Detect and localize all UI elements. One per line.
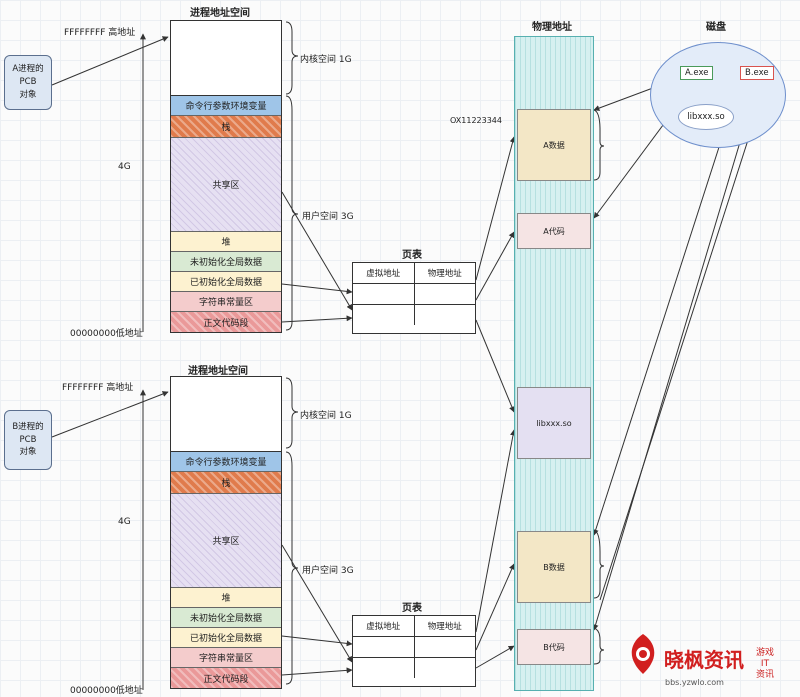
- physical-title: 物理地址: [532, 22, 572, 33]
- process-b-low-address: 00000000低地址: [70, 686, 143, 696]
- disk-file-lib: libxxx.so: [678, 104, 734, 130]
- process-b-page-table-title: 页表: [402, 603, 422, 614]
- process-b-seg-heap: 堆: [171, 587, 281, 607]
- watermark-logo-icon: [625, 632, 661, 676]
- process-a-seg-cmd: 命令行参数环境变量: [171, 95, 281, 115]
- process-b-high-address: FFFFFFFF 高地址: [62, 383, 134, 393]
- process-b-seg-cmd: 命令行参数环境变量: [171, 451, 281, 471]
- process-b-seg-data: 已初始化全局数据: [171, 627, 281, 647]
- process-a-pcb: A进程的 PCB 对象: [4, 55, 52, 110]
- watermark-side-bot: 资讯: [755, 669, 774, 680]
- process-a-space-title: 进程地址空间: [190, 8, 250, 19]
- disk-file-b: B.exe: [740, 66, 774, 80]
- process-a-seg-data: 已初始化全局数据: [171, 271, 281, 291]
- process-b-seg-text: 正文代码段: [171, 667, 281, 688]
- table-cell: [353, 658, 414, 678]
- process-a-seg-bss: 未初始化全局数据: [171, 251, 281, 271]
- physical-block-a-data: A数据: [517, 109, 591, 181]
- physical-address-label: OX11223344: [450, 116, 502, 125]
- disk-ellipse: [650, 42, 786, 148]
- process-b-pt-header-physical: 物理地址: [413, 616, 476, 636]
- process-b-pt-header-virtual: 虚拟地址: [366, 622, 401, 632]
- process-b-size-label: 4G: [118, 517, 131, 527]
- disk-file-a: A.exe: [680, 66, 714, 80]
- process-b-seg-stack: 栈: [171, 471, 281, 493]
- table-cell: [353, 305, 414, 325]
- physical-block-a-code: A代码: [517, 213, 591, 249]
- process-a-seg-rodata: 字符串常量区: [171, 291, 281, 311]
- process-a-pt-header-physical: 物理地址: [413, 263, 476, 283]
- process-a-seg-stack: 栈: [171, 115, 281, 137]
- process-a-high-address: FFFFFFFF 高地址: [64, 28, 136, 38]
- process-a-seg-text: 正文代码段: [171, 311, 281, 332]
- watermark-url: bbs.yzwlo.com: [665, 678, 724, 687]
- watermark-side-text: 游戏 IT 资讯: [752, 648, 778, 680]
- process-a-page-table-title: 页表: [402, 250, 422, 261]
- process-b-user-label: 用户空间 3G: [302, 566, 354, 576]
- physical-block-lib: libxxx.so: [517, 387, 591, 459]
- process-b-seg-bss: 未初始化全局数据: [171, 607, 281, 627]
- process-a-seg-heap: 堆: [171, 231, 281, 251]
- process-b-seg-rodata: 字符串常量区: [171, 647, 281, 667]
- process-b-space-title: 进程地址空间: [188, 366, 248, 377]
- process-a-low-address: 00000000低地址: [70, 329, 143, 339]
- process-a-page-table: 虚拟地址 物理地址: [352, 262, 476, 334]
- physical-memory-column: A数据 A代码 libxxx.so B数据 B代码: [514, 36, 594, 691]
- table-cell: [353, 637, 414, 657]
- table-cell: [413, 658, 476, 678]
- process-a-pcb-line2: 对象: [19, 89, 37, 100]
- watermark-side-mid: IT: [760, 658, 770, 669]
- process-b-page-table: 虚拟地址 物理地址: [352, 615, 476, 687]
- process-a-size-label: 4G: [118, 162, 131, 172]
- physical-block-b-data: B数据: [517, 531, 591, 603]
- process-a-pcb-line1: A进程的 PCB: [12, 64, 44, 88]
- process-b-kernel-label: 内核空间 1G: [300, 411, 352, 421]
- process-b-seg-shared: 共享区: [171, 493, 281, 587]
- process-a-seg-shared: 共享区: [171, 137, 281, 231]
- table-cell: [353, 284, 414, 304]
- process-a-address-space: 命令行参数环境变量 栈 共享区 堆 未初始化全局数据 已初始化全局数据 字符串常…: [170, 20, 282, 333]
- table-cell: [413, 637, 476, 657]
- table-cell: [413, 305, 476, 325]
- watermark-side-top: 游戏: [755, 648, 774, 658]
- physical-block-b-code: B代码: [517, 629, 591, 665]
- watermark-brand: 晓枫资讯: [664, 648, 744, 672]
- process-a-user-label: 用户空间 3G: [302, 212, 354, 222]
- process-b-pcb: B进程的 PCB 对象: [4, 410, 52, 470]
- table-cell: [413, 284, 476, 304]
- process-a-kernel-label: 内核空间 1G: [300, 55, 352, 65]
- process-a-pt-header-virtual: 虚拟地址: [366, 269, 401, 279]
- disk-title: 磁盘: [706, 22, 726, 33]
- process-b-pcb-line1: B进程的 PCB: [12, 421, 44, 445]
- process-b-pcb-line2: 对象: [19, 447, 37, 458]
- process-b-address-space: 命令行参数环境变量 栈 共享区 堆 未初始化全局数据 已初始化全局数据 字符串常…: [170, 376, 282, 689]
